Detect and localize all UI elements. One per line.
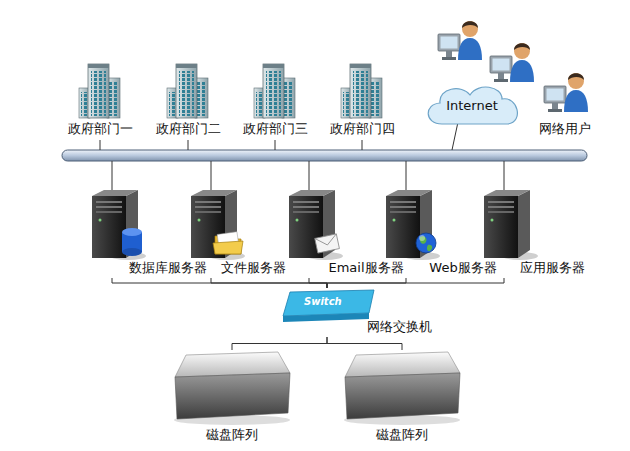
node-label: 磁盘阵列	[376, 427, 428, 443]
internet-cloud-node: Internet	[426, 84, 524, 128]
network-switch	[283, 290, 374, 322]
network-link	[232, 337, 327, 350]
node-label: 磁盘阵列	[206, 427, 258, 443]
node-label: Web服务器	[429, 260, 496, 276]
node-label: 政府部门三	[243, 121, 308, 137]
node-label: 文件服务器	[221, 260, 286, 276]
server-tower	[92, 190, 146, 260]
node-label: 应用服务器	[520, 260, 585, 276]
network-bus	[62, 150, 587, 161]
building-icon	[79, 64, 120, 118]
department-node: 政府部门三	[241, 60, 310, 139]
server-tower	[484, 190, 538, 260]
disk-array	[344, 352, 460, 425]
device-brand-label: Switch	[304, 296, 342, 308]
server-node: 应用服务器	[482, 186, 587, 278]
bus-drop-lines	[100, 122, 504, 193]
node-label: 网络交换机	[367, 319, 432, 335]
disk-array-node: 磁盘阵列	[173, 350, 292, 445]
database-cylinder	[122, 228, 142, 256]
network-link	[327, 337, 402, 350]
department-node: 政府部门四	[328, 60, 397, 139]
server-tower	[289, 190, 343, 260]
server-tower	[191, 190, 245, 260]
node-label: 网络用户	[539, 121, 591, 137]
server-tower	[386, 190, 440, 260]
server-node: 文件服务器	[189, 186, 288, 278]
user-icon	[438, 21, 482, 60]
building-icon	[167, 64, 208, 118]
internet-cloud	[428, 87, 517, 124]
node-label: 政府部门四	[330, 121, 395, 137]
building-icon	[254, 64, 295, 118]
web-globe	[416, 233, 436, 253]
user-icon	[490, 43, 534, 82]
server-node: Web服务器	[384, 186, 499, 278]
network-link	[309, 278, 327, 288]
node-label: 政府部门一	[68, 121, 133, 137]
disk-array-node: 磁盘阵列	[343, 350, 462, 445]
disk-array	[174, 352, 290, 425]
node-label: 数据库服务器	[129, 260, 207, 276]
department-node: 政府部门一	[66, 60, 135, 139]
node-label: Email服务器	[328, 260, 403, 276]
email-envelope	[315, 234, 340, 253]
switch-node: 网络交换机	[281, 288, 434, 337]
building-icon	[341, 64, 382, 118]
network-link	[327, 278, 504, 288]
node-label: Internet	[446, 98, 498, 114]
user-node: 网络用户	[537, 66, 593, 139]
user-icon	[544, 73, 588, 112]
file-folder	[213, 232, 243, 254]
server-node: 数据库服务器	[90, 186, 209, 278]
node-label: 政府部门二	[156, 121, 221, 137]
network-link	[211, 278, 327, 288]
network-link	[112, 278, 327, 288]
server-node: Email服务器	[287, 186, 406, 278]
department-node: 政府部门二	[154, 60, 223, 139]
